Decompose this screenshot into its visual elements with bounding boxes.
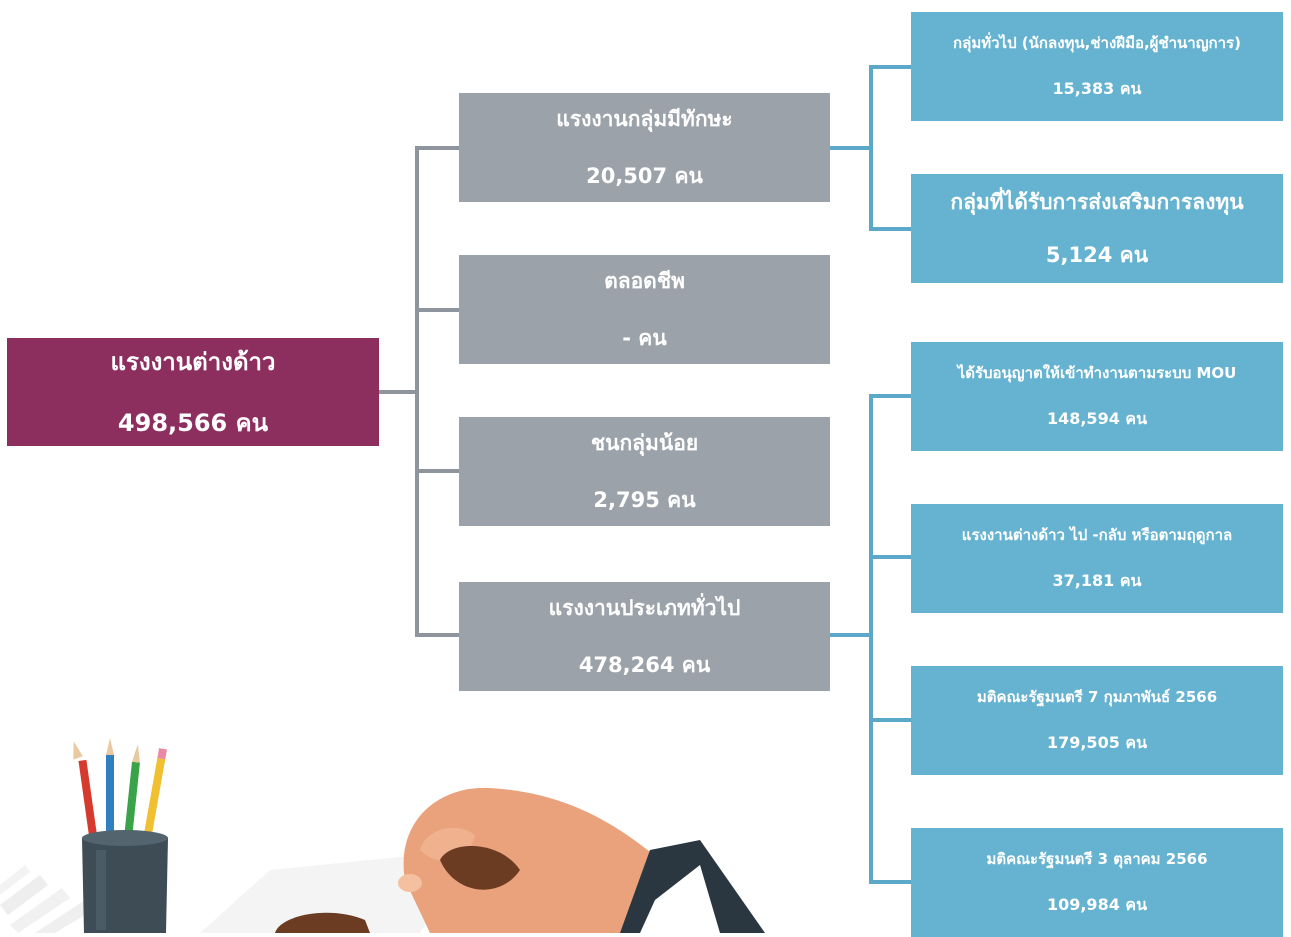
category-count: 20,507 คน: [586, 163, 703, 188]
root-count: 498,566 คน: [117, 409, 269, 437]
category-node-general: แรงงานประเภททั่วไป 478,264 คน: [459, 582, 830, 691]
category-node-skilled: แรงงานกลุ่มมีทักษะ 20,507 คน: [459, 93, 830, 202]
leaf-count: 109,984 คน: [1046, 895, 1148, 914]
root-node: แรงงานต่างด้าว 498,566 คน: [7, 338, 379, 446]
leaf-title: กลุ่มทั่วไป (นักลงทุน,ช่างฝีมือ,ผู้ชำนาญ…: [953, 34, 1241, 52]
connector-general-leaf-2: [869, 555, 911, 559]
connector-general-spine: [869, 394, 873, 884]
leaf-title: ได้รับอนุญาตให้เข้าทำงานตามระบบ MOU: [957, 364, 1237, 382]
connector-general-leaf-3: [869, 718, 911, 722]
connector-general-leaf-4: [869, 880, 911, 884]
category-title: แรงงานกลุ่มมีทักษะ: [556, 106, 733, 131]
root-title: แรงงานต่างด้าว: [110, 348, 276, 376]
leaf-node-cabinet-feb: มติคณะรัฐมนตรี 7 กุมภาพันธ์ 2566 179,505…: [911, 666, 1283, 775]
leaf-count: 179,505 คน: [1046, 733, 1148, 752]
leaf-title: มติคณะรัฐมนตรี 3 ตุลาคม 2566: [986, 850, 1208, 868]
connector-general-stem: [830, 633, 871, 637]
leaf-node-investment-promotion: กลุ่มที่ได้รับการส่งเสริมการลงทุน 5,124 …: [911, 174, 1283, 283]
connector-skilled-spine: [869, 65, 873, 231]
category-node-lifetime: ตลอดชีพ - คน: [459, 255, 830, 364]
connector-skilled-stem: [830, 146, 871, 150]
connector-root-stem: [379, 390, 417, 394]
leaf-node-general-investors: กลุ่มทั่วไป (นักลงทุน,ช่างฝีมือ,ผู้ชำนาญ…: [911, 12, 1283, 121]
connector-skilled-leaf-2: [869, 227, 911, 231]
leaf-title: มติคณะรัฐมนตรี 7 กุมภาพันธ์ 2566: [976, 688, 1218, 706]
category-count: 478,264 คน: [578, 652, 711, 677]
category-title: ตลอดชีพ: [604, 268, 685, 293]
connector-category-spine: [415, 146, 419, 637]
leaf-title: แรงงานต่างด้าว ไป -กลับ หรือตามฤดูกาล: [961, 526, 1233, 544]
connector-branch-lifetime: [415, 308, 459, 312]
category-count: 2,795 คน: [593, 487, 696, 512]
leaf-title: กลุ่มที่ได้รับการส่งเสริมการลงทุน: [950, 189, 1244, 214]
connector-skilled-leaf-1: [869, 65, 911, 69]
category-title: แรงงานประเภททั่วไป: [548, 595, 741, 620]
connector-general-leaf-1: [869, 394, 911, 398]
connector-branch-skilled: [415, 146, 459, 150]
leaf-node-seasonal: แรงงานต่างด้าว ไป -กลับ หรือตามฤดูกาล 37…: [911, 504, 1283, 613]
hand-stamp-icon: [275, 787, 765, 933]
decor-illustration: [0, 738, 765, 933]
category-title: ชนกลุ่มน้อย: [590, 430, 699, 455]
leaf-node-mou: ได้รับอนุญาตให้เข้าทำงานตามระบบ MOU 148,…: [911, 342, 1283, 451]
paper-sheet: [200, 850, 470, 933]
category-count: - คน: [622, 325, 667, 350]
connector-branch-general: [415, 633, 459, 637]
leaf-node-cabinet-oct: มติคณะรัฐมนตรี 3 ตุลาคม 2566 109,984 คน: [911, 828, 1283, 937]
paper-stripes-decor: [0, 865, 93, 933]
leaf-count: 148,594 คน: [1046, 409, 1148, 428]
category-node-minority: ชนกลุ่มน้อย 2,795 คน: [459, 417, 830, 526]
leaf-count: 15,383 คน: [1052, 79, 1142, 98]
pencil-cup-icon: [73, 738, 168, 933]
leaf-count: 5,124 คน: [1045, 242, 1149, 267]
connector-branch-minority: [415, 469, 459, 473]
leaf-count: 37,181 คน: [1052, 571, 1142, 590]
